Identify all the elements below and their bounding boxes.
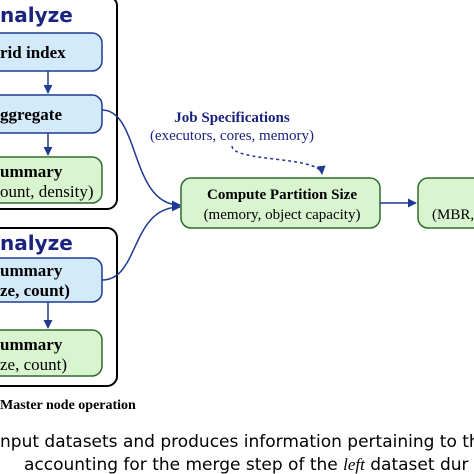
caption-line-1: nput datasets and produces information p… (0, 432, 474, 452)
summary-size-count-label-2: ze, count) (0, 281, 70, 300)
summary-merged-label-1: ummary (0, 335, 63, 354)
job-spec-arrow (231, 145, 326, 175)
arrow-top-to-compute (101, 109, 181, 210)
summary-size-count-label-1: ummary (0, 261, 63, 280)
compute-partition-title: Compute Partition Size (207, 187, 357, 203)
compute-partition-subtitle: (memory, object capacity) (204, 207, 361, 223)
job-spec-title: Job Specifications (174, 110, 290, 126)
aggregate-node (0, 94, 103, 134)
summary-density-node (0, 156, 103, 204)
arrow-bottom-to-compute (101, 202, 181, 281)
caption-line-2-post: dataset dur (365, 455, 469, 474)
top-group-title: nalyze (0, 3, 73, 27)
summary-density-label-1: ummary (0, 162, 63, 181)
caption-line-2-var: left (343, 455, 366, 474)
bottom-group-title: nalyze (0, 231, 73, 255)
job-spec-subtitle: (executors, cores, memory) (150, 128, 314, 144)
grid-index-node (0, 32, 103, 72)
right-output-node (417, 177, 474, 229)
summary-merged-label-2: ze, count) (0, 355, 67, 374)
summary-merged-node (0, 329, 103, 377)
master-node-label: Master node operation (0, 398, 136, 413)
top-analyze-group: nalyze rid index ggregate ummary ount, d… (0, 0, 118, 210)
summary-density-label-2: ount, density) (0, 182, 94, 201)
bottom-analyze-group: nalyze ummary ze, count) ummary ze, coun… (0, 227, 118, 387)
grid-index-label: rid index (0, 43, 66, 62)
aggregate-label: ggregate (0, 105, 62, 124)
right-output-label: (MBR, (432, 207, 474, 223)
caption-line-2-pre: accounting for the merge step of the (24, 455, 343, 474)
caption-line-2: accounting for the merge step of the lef… (24, 455, 469, 474)
